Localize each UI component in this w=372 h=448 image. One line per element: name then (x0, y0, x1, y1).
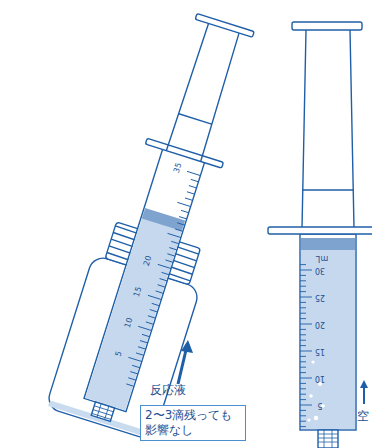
scale-tick (300, 297, 312, 298)
scale-tick (300, 345, 306, 346)
scale-tick (300, 334, 306, 335)
scale-tick (158, 285, 166, 287)
scale-tick (136, 353, 144, 355)
scale-tick (189, 186, 197, 188)
scale-tick (132, 365, 140, 367)
scale-tick (152, 303, 160, 305)
scale-tick (300, 307, 306, 308)
scale-tick (179, 217, 187, 219)
scale-tick (185, 198, 193, 200)
scale-tick (187, 192, 195, 194)
scale-tick (300, 367, 306, 368)
scale-tick (165, 260, 173, 262)
scale-tick (150, 310, 158, 312)
scale-tick (138, 347, 146, 349)
scale-tick (191, 179, 199, 181)
scale-tick (300, 388, 306, 389)
scale-number: 25 (315, 293, 325, 301)
scale-tick (300, 394, 306, 395)
tilted-syringe (46, 6, 279, 441)
scale-tick (300, 405, 312, 406)
scale-tick (300, 291, 306, 292)
callout-box: 2〜3滴残っても 影響なし (140, 405, 246, 441)
scale-tick (300, 361, 306, 362)
scale-tick (177, 202, 190, 206)
scale-tick (169, 248, 177, 250)
scale-tick (148, 295, 161, 299)
scale-tick (300, 329, 306, 330)
scale-number: 30 (315, 266, 325, 274)
scale-tick (300, 421, 306, 422)
scale-tick (130, 372, 138, 374)
scale-tick (300, 410, 306, 411)
scale-tick (138, 326, 151, 330)
scale-tick (181, 210, 189, 212)
upright-syringe (268, 22, 372, 448)
scale-tick (300, 372, 306, 373)
scale-tick (300, 264, 306, 265)
scale-tick (128, 357, 141, 361)
scale-number: 10 (315, 374, 325, 382)
scale-tick (300, 275, 306, 276)
scale-tick (142, 334, 150, 336)
scale-tick (300, 415, 306, 416)
scale-tick (175, 229, 183, 231)
scale-tick (140, 341, 148, 343)
scale-tick (167, 254, 175, 256)
scale-tick (300, 356, 306, 357)
scale-tick (187, 171, 200, 175)
scale-tick (300, 280, 306, 281)
callout-text: 2〜3滴残っても 影響なし (145, 408, 241, 438)
scale-tick (300, 313, 306, 314)
scale-number: 20 (315, 320, 325, 328)
scale-number: mL (316, 254, 328, 262)
scale-tick (160, 279, 168, 281)
scale-tick (156, 291, 164, 293)
annotation-label: 反応液 (150, 384, 186, 396)
scale-tick (300, 286, 306, 287)
scale-tick (300, 378, 312, 379)
scale-tick (146, 322, 154, 324)
scale-tick (148, 316, 156, 318)
scale-tick (300, 426, 306, 427)
scale-tick (177, 223, 185, 225)
scale-tick (300, 399, 306, 400)
scale-tick (300, 340, 306, 341)
scale-tick (171, 241, 179, 243)
scale-number: 5 (317, 401, 322, 409)
scale-tick (168, 233, 181, 237)
scale-tick (300, 351, 312, 352)
scale-tick (300, 318, 306, 319)
scale-tick (300, 324, 312, 325)
scale-number: 15 (315, 347, 325, 355)
scale-tick (300, 383, 306, 384)
scale-tick (300, 302, 306, 303)
scale-tick (128, 378, 136, 380)
annotation-label: 空 (357, 410, 369, 422)
scale-tick (158, 264, 171, 268)
scale-tick (126, 384, 134, 386)
scale-tick (300, 270, 312, 271)
scale-tick (162, 272, 170, 274)
